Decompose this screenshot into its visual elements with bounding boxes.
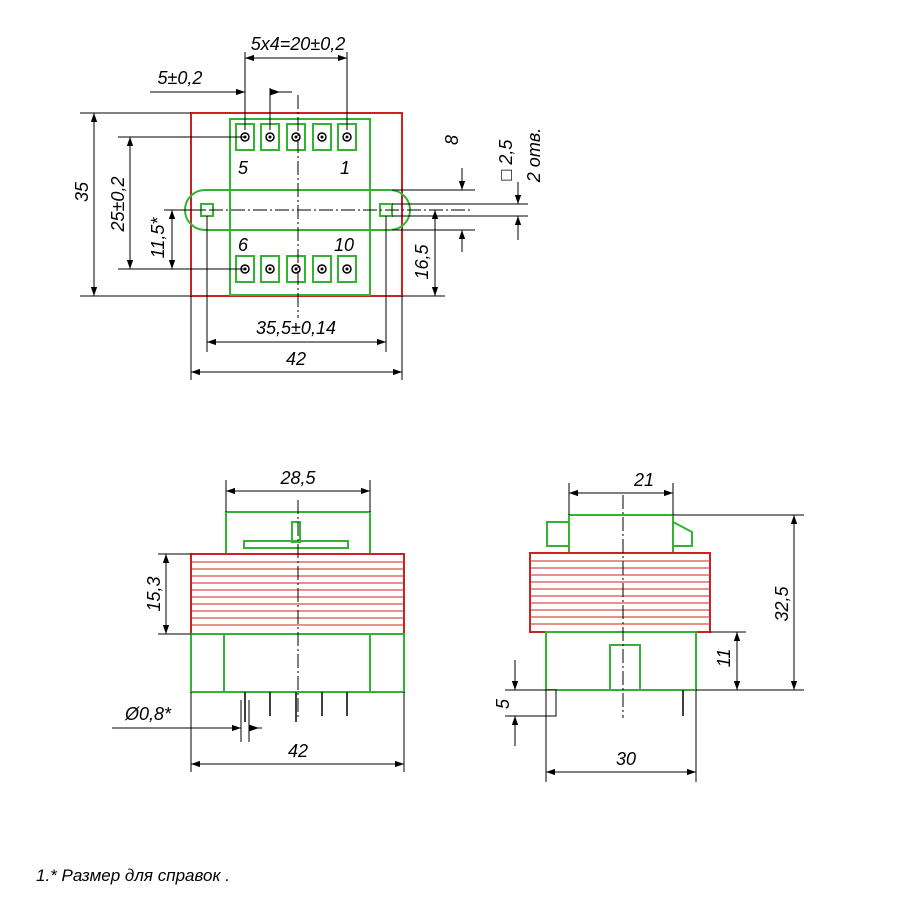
clip-right-side (672, 521, 693, 547)
dim-pin-length: 5 (493, 698, 513, 709)
lamination-lines-side (530, 560, 710, 625)
core-laminations-side (529, 552, 711, 633)
pin-label-10: 10 (334, 235, 354, 255)
dim-hole-size: □ 2,5 (496, 139, 516, 181)
dim-total-height: 32,5 (772, 586, 792, 622)
pin-row-upper (235, 123, 357, 151)
dim-hole-spacing: 35,5±0,14 (256, 318, 336, 338)
side-view: 21 32,5 11 5 30 (493, 470, 804, 782)
pin-label-1: 1 (340, 158, 350, 178)
footnote: 1.* Размер для справок . (36, 866, 230, 885)
bobbin-top-side (568, 514, 674, 554)
dim-bobbin-side: 21 (633, 470, 654, 490)
dim-bobbin-front: 28,5 (279, 468, 316, 488)
dim-depth-side: 30 (616, 749, 636, 769)
base-side (545, 631, 697, 691)
dim-row-spacing: 25±0,2 (108, 177, 128, 233)
dim-mount-offset: 11,5* (148, 217, 168, 259)
dim-height-top: 35 (72, 181, 92, 202)
dim-hole-count: 2 отв. (524, 128, 544, 183)
pin-side-left (545, 689, 557, 717)
pin-label-6: 6 (238, 235, 249, 255)
pins-front (244, 692, 348, 722)
dim-core-height: 15,3 (144, 576, 164, 611)
dim-width-top: 42 (286, 349, 306, 369)
dim-width-front: 42 (288, 741, 308, 761)
clip-left-side (546, 521, 570, 547)
dim-pin-diameter: Ø0,8* (124, 704, 172, 724)
dim-tab-width: 8 (442, 135, 462, 145)
dim-pin-pitch: 5x4=20±0,2 (251, 34, 345, 54)
dim-base-height: 11 (714, 649, 734, 668)
bobbin-outline-top (229, 118, 371, 296)
pin-row-lower (235, 255, 357, 283)
front-view: 28,5 15,3 Ø0,8* 42 (112, 468, 405, 772)
dim-tab-height: 16,5 (412, 244, 432, 280)
dim-pin-offset: 5±0,2 (158, 68, 203, 88)
top-view: 5x4=20±0,2 5±0,2 35 25±0,2 11,5* 8 □ 2,5… (72, 34, 544, 380)
pin-label-5: 5 (238, 158, 249, 178)
base-slot-side (609, 644, 641, 691)
